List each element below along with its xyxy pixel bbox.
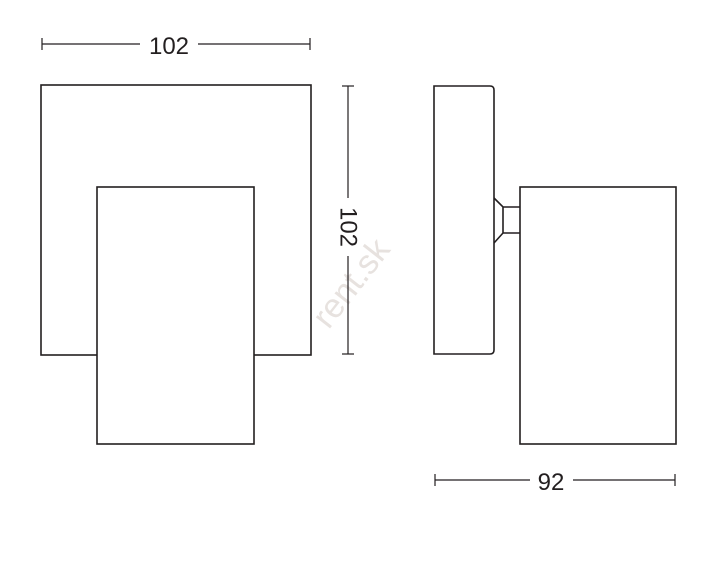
front-spot-head [96, 186, 255, 445]
dimension-front-height: 102 [335, 85, 362, 355]
dimension-front-width-label: 102 [149, 33, 189, 60]
side-view [433, 85, 677, 445]
dimension-side-depth-label: 92 [538, 469, 565, 496]
front-view [40, 84, 312, 445]
dimension-front-width: 102 [41, 33, 311, 60]
dimension-front-height-label: 102 [335, 207, 362, 247]
side-wall-plate [433, 85, 495, 355]
side-spot-head [519, 186, 677, 445]
side-joint [493, 197, 520, 244]
dimension-side-depth: 92 [434, 469, 676, 496]
